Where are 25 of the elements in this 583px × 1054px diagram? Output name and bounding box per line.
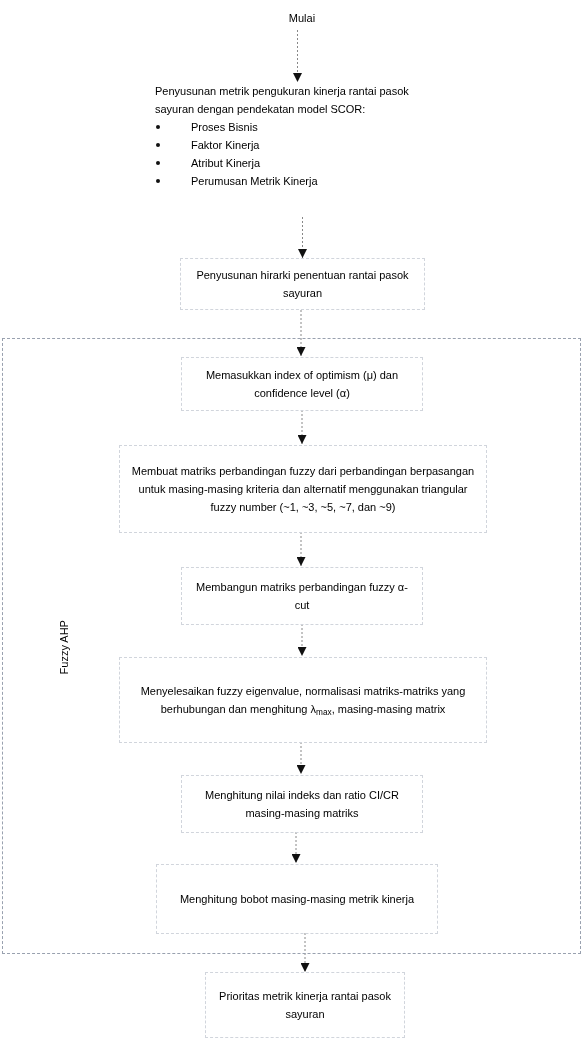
arrow bbox=[296, 741, 306, 775]
process-box: Menyelesaikan fuzzy eigenvalue, normalisasi matriks-matriks yang berhubungan dan menghitung λ$_{max}$, masing-masing matrix bbox=[119, 657, 487, 743]
arrow bbox=[296, 309, 306, 357]
process-box: Menghitung bobot masing-masing metrik kinerja bbox=[156, 864, 438, 934]
process-box: Membuat matriks perbandingan fuzzy dari perbandingan berpasangan untuk masing-masing kriteria dan alternatif menggunakan triangular fuzzy number (~1, ~3, ~5, ~7, dan ~9) bbox=[119, 445, 487, 533]
process-box: Membangun matriks perbandingan fuzzy α-cut bbox=[181, 567, 423, 625]
arrow bbox=[297, 409, 307, 445]
bullet-item: Perumusan Metrik Kinerja bbox=[155, 172, 440, 190]
arrow bbox=[293, 29, 302, 83]
terminal-label: Mulai bbox=[250, 6, 354, 30]
process-box: Memasukkan index of optimism (μ) dan confidence level (α) bbox=[181, 357, 423, 411]
arrow bbox=[296, 531, 306, 567]
process-box: Penyusunan hirarki penentuan rantai pasok sayuran bbox=[180, 258, 425, 310]
arrow bbox=[297, 623, 307, 657]
group-frame bbox=[2, 338, 581, 954]
process-box: Menghitung nilai indeks dan ratio CI/CR masing-masing matriks bbox=[181, 775, 423, 833]
bullet-item: Proses Bisnis bbox=[155, 118, 440, 136]
arrow bbox=[300, 932, 310, 973]
bullet-item: Atribut Kinerja bbox=[155, 154, 440, 172]
bullet-item: Faktor Kinerja bbox=[155, 136, 440, 154]
process-box: Prioritas metrik kinerja rantai pasok sayuran bbox=[205, 972, 405, 1038]
step-text: Penyusunan metrik pengukuran kinerja rantai pasok sayuran dengan pendekatan model SCOR: bbox=[155, 84, 410, 117]
arrow bbox=[298, 216, 307, 259]
arrow bbox=[291, 831, 301, 864]
group-label: Fuzzy AHP bbox=[56, 620, 71, 675]
